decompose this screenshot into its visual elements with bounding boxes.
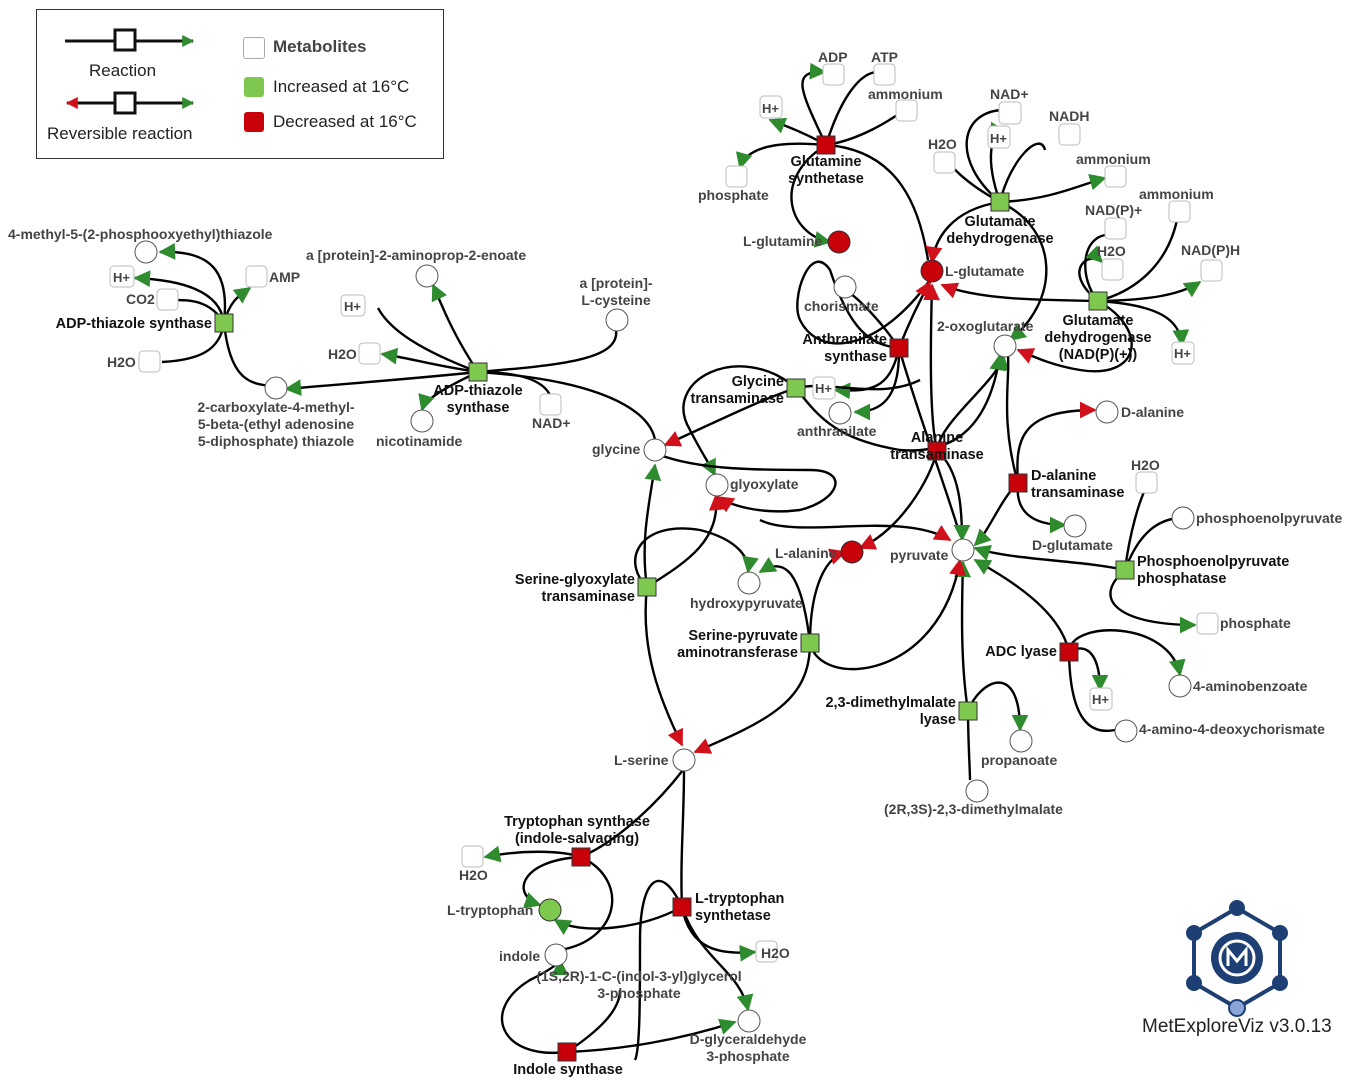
metabolite-label: AMP bbox=[269, 269, 300, 285]
metabolite-label: H+ bbox=[344, 299, 361, 314]
metabolite-label: indole bbox=[499, 948, 540, 964]
metabolite-label: 4-amino-4-deoxychorismate bbox=[1139, 721, 1325, 737]
metabolite-label: CO2 bbox=[126, 291, 155, 307]
increased-swatch bbox=[244, 77, 264, 97]
metabolite-label: anthranilate bbox=[797, 423, 877, 439]
version-label: MetExploreViz v3.0.13 bbox=[1142, 1016, 1332, 1037]
metabolite-label: L-alanine bbox=[775, 545, 837, 561]
reaction-label: ADC lyase bbox=[985, 644, 1057, 660]
metabolite-label: nicotinamide bbox=[376, 433, 463, 449]
metabolite-label: L-tryptophan bbox=[447, 902, 533, 918]
legend-reversible-label: Reversible reaction bbox=[47, 124, 193, 143]
legend-decreased-label: Decreased at 16°C bbox=[273, 112, 417, 131]
metabolite-label: a [protein]-2-aminoprop-2-enoate bbox=[306, 247, 526, 263]
metabolite-label: H2O bbox=[761, 945, 790, 961]
metabolite-label: propanoate bbox=[981, 752, 1057, 768]
metabolite-label: chorismate bbox=[804, 298, 879, 314]
metabolite-label: glyoxylate bbox=[730, 476, 799, 492]
metabolite-nodes bbox=[109, 63, 1223, 1033]
legend-arrows bbox=[65, 28, 195, 115]
metabolite-label: H+ bbox=[762, 101, 779, 116]
metabolite-label: phosphate bbox=[1220, 615, 1291, 631]
metabolite-label: 4-aminobenzoate bbox=[1193, 678, 1308, 694]
metabolite-label: H+ bbox=[990, 131, 1007, 146]
metabolite-label: D-alanine bbox=[1121, 404, 1184, 420]
metabolite-label: NAD+ bbox=[990, 86, 1029, 102]
metabolite-label: H2O bbox=[1131, 457, 1160, 473]
metabolite-label: H2O bbox=[328, 346, 357, 362]
metabolite-label: NADH bbox=[1049, 108, 1089, 124]
metexploreviz-logo-icon bbox=[1186, 900, 1288, 1017]
metabolite-label: ADP bbox=[818, 49, 848, 65]
metabolite-label: hydroxypyruvate bbox=[690, 595, 803, 611]
metabolite-label: NAD(P)H bbox=[1181, 242, 1240, 258]
metabolite-label: a [protein]-L-cysteine bbox=[579, 275, 652, 308]
legend-increased-label: Increased at 16°C bbox=[273, 77, 410, 96]
metabolite-label: H+ bbox=[1174, 346, 1191, 361]
metabolite-label: (2R,3S)-2,3-dimethylmalate bbox=[884, 801, 1063, 817]
metabolite-label: pyruvate bbox=[890, 547, 949, 563]
legend-reaction-label: Reaction bbox=[89, 61, 157, 80]
reversible-reaction-arrow-icon bbox=[65, 91, 195, 115]
metabolite-label: phosphate bbox=[698, 187, 769, 203]
metabolite-label: 2-carboxylate-4-methyl-5-beta-(ethyl ade… bbox=[197, 399, 355, 449]
reaction-label: ADP-thiazole synthase bbox=[56, 316, 212, 332]
metabolite-label: L-glutamate bbox=[945, 263, 1025, 279]
metabolite-label: NAD(P)+ bbox=[1085, 202, 1142, 218]
metabolite-label: D-glutamate bbox=[1032, 537, 1113, 553]
decreased-swatch bbox=[244, 112, 264, 132]
reaction-nodes bbox=[214, 135, 1135, 1062]
metabolite-label: 4-methyl-5-(2-phosphooxyethyl)thiazole bbox=[8, 226, 273, 242]
reaction-edges bbox=[133, 62, 1202, 1061]
metabolite-label: NAD+ bbox=[532, 415, 571, 431]
metabolite-label: H2O bbox=[928, 136, 957, 152]
metabolite-label: L-glutamine bbox=[743, 233, 823, 249]
metabolite-label: ATP bbox=[871, 49, 898, 65]
metabolite-label: H+ bbox=[1092, 692, 1109, 707]
metabolite-label: H+ bbox=[113, 270, 130, 285]
metabolite-label: H2O bbox=[107, 354, 136, 370]
reaction-label: Indole synthase bbox=[513, 1062, 623, 1078]
metabolite-label: H+ bbox=[815, 381, 832, 396]
metabolite-label: phosphoenolpyruvate bbox=[1196, 510, 1342, 526]
metabolite-label: ammonium bbox=[868, 86, 943, 102]
metabolite-label: H2O bbox=[1097, 243, 1126, 259]
legend: Reaction Reversible reaction Metabolites… bbox=[36, 9, 444, 159]
metabolite-label: ammonium bbox=[1076, 151, 1151, 167]
legend-metabolites-label: Metabolites bbox=[273, 37, 367, 56]
metabolite-label: 2-oxoglutarate bbox=[937, 318, 1034, 334]
reaction-label: Tryptophan synthase(indole-salvaging) bbox=[504, 814, 650, 847]
reaction-arrow-icon bbox=[65, 28, 195, 52]
metabolite-label: glycine bbox=[592, 441, 640, 457]
metabolite-swatch bbox=[243, 37, 265, 59]
metabolite-label: ammonium bbox=[1139, 186, 1214, 202]
metabolite-label: L-serine bbox=[614, 752, 669, 768]
metabolite-label: H2O bbox=[459, 867, 488, 883]
